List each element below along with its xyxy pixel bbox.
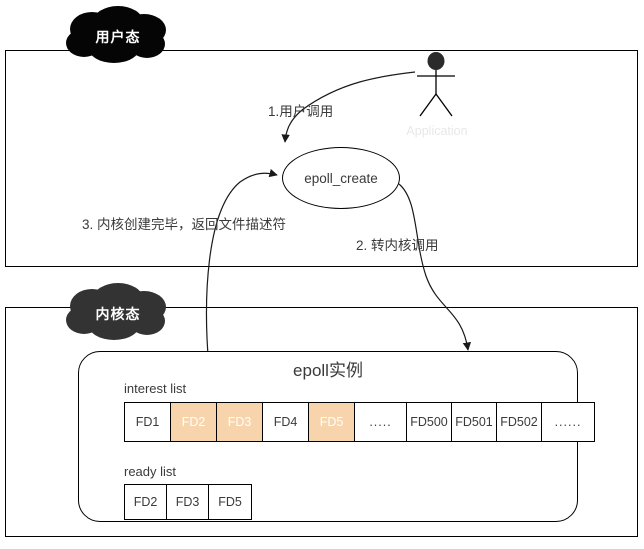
interest-list-cell: FD2 xyxy=(171,403,217,441)
interest-list-cell: ...... xyxy=(542,403,594,441)
interest-list-cell: FD501 xyxy=(452,403,497,441)
connector-user-call xyxy=(281,71,416,143)
interest-list-caption: interest list xyxy=(124,381,187,396)
kernel-mode-region xyxy=(5,307,638,537)
node-epoll-create-label: epoll_create xyxy=(304,170,378,186)
kernel-mode-cloud-label: 内核态 xyxy=(95,306,141,322)
connector-to-kernel xyxy=(398,183,472,351)
interest-list-cell: ..... xyxy=(355,403,407,441)
interest-list-cell: FD5 xyxy=(309,403,355,441)
interest-list-cell: FD4 xyxy=(263,403,309,441)
interest-list-cell: FD502 xyxy=(497,403,542,441)
user-mode-cloud-label: 用户态 xyxy=(95,29,141,45)
kernel-mode-cloud-badge: 内核态 xyxy=(62,282,174,342)
ready-list-cell: FD3 xyxy=(167,485,209,519)
interest-list-cell: FD500 xyxy=(407,403,452,441)
application-actor-icon xyxy=(417,52,455,117)
flow-label-to-kernel: 2. 转内核调用 xyxy=(356,238,439,253)
flow-label-user-call: 1.用户调用 xyxy=(268,104,334,119)
flow-label-return-fd: 3. 内核创建完毕，返回文件描述符 xyxy=(82,217,287,232)
user-mode-cloud-badge: 用户态 xyxy=(62,5,174,65)
ready-list-cell: FD5 xyxy=(209,485,251,519)
connector-return-fd xyxy=(205,168,278,369)
interest-list-cell: FD1 xyxy=(125,403,171,441)
interest-list-cell: FD3 xyxy=(217,403,263,441)
node-epoll-create[interactable]: epoll_create xyxy=(282,147,400,209)
ready-list-cell: FD2 xyxy=(125,485,167,519)
cloud-shape-icon xyxy=(66,283,166,340)
epoll-instance-title: epoll实例 xyxy=(293,361,363,380)
application-actor-label: Application xyxy=(406,124,468,138)
cloud-shape-icon xyxy=(66,6,166,63)
ready-list-caption: ready list xyxy=(124,464,177,479)
user-mode-region xyxy=(5,50,638,267)
